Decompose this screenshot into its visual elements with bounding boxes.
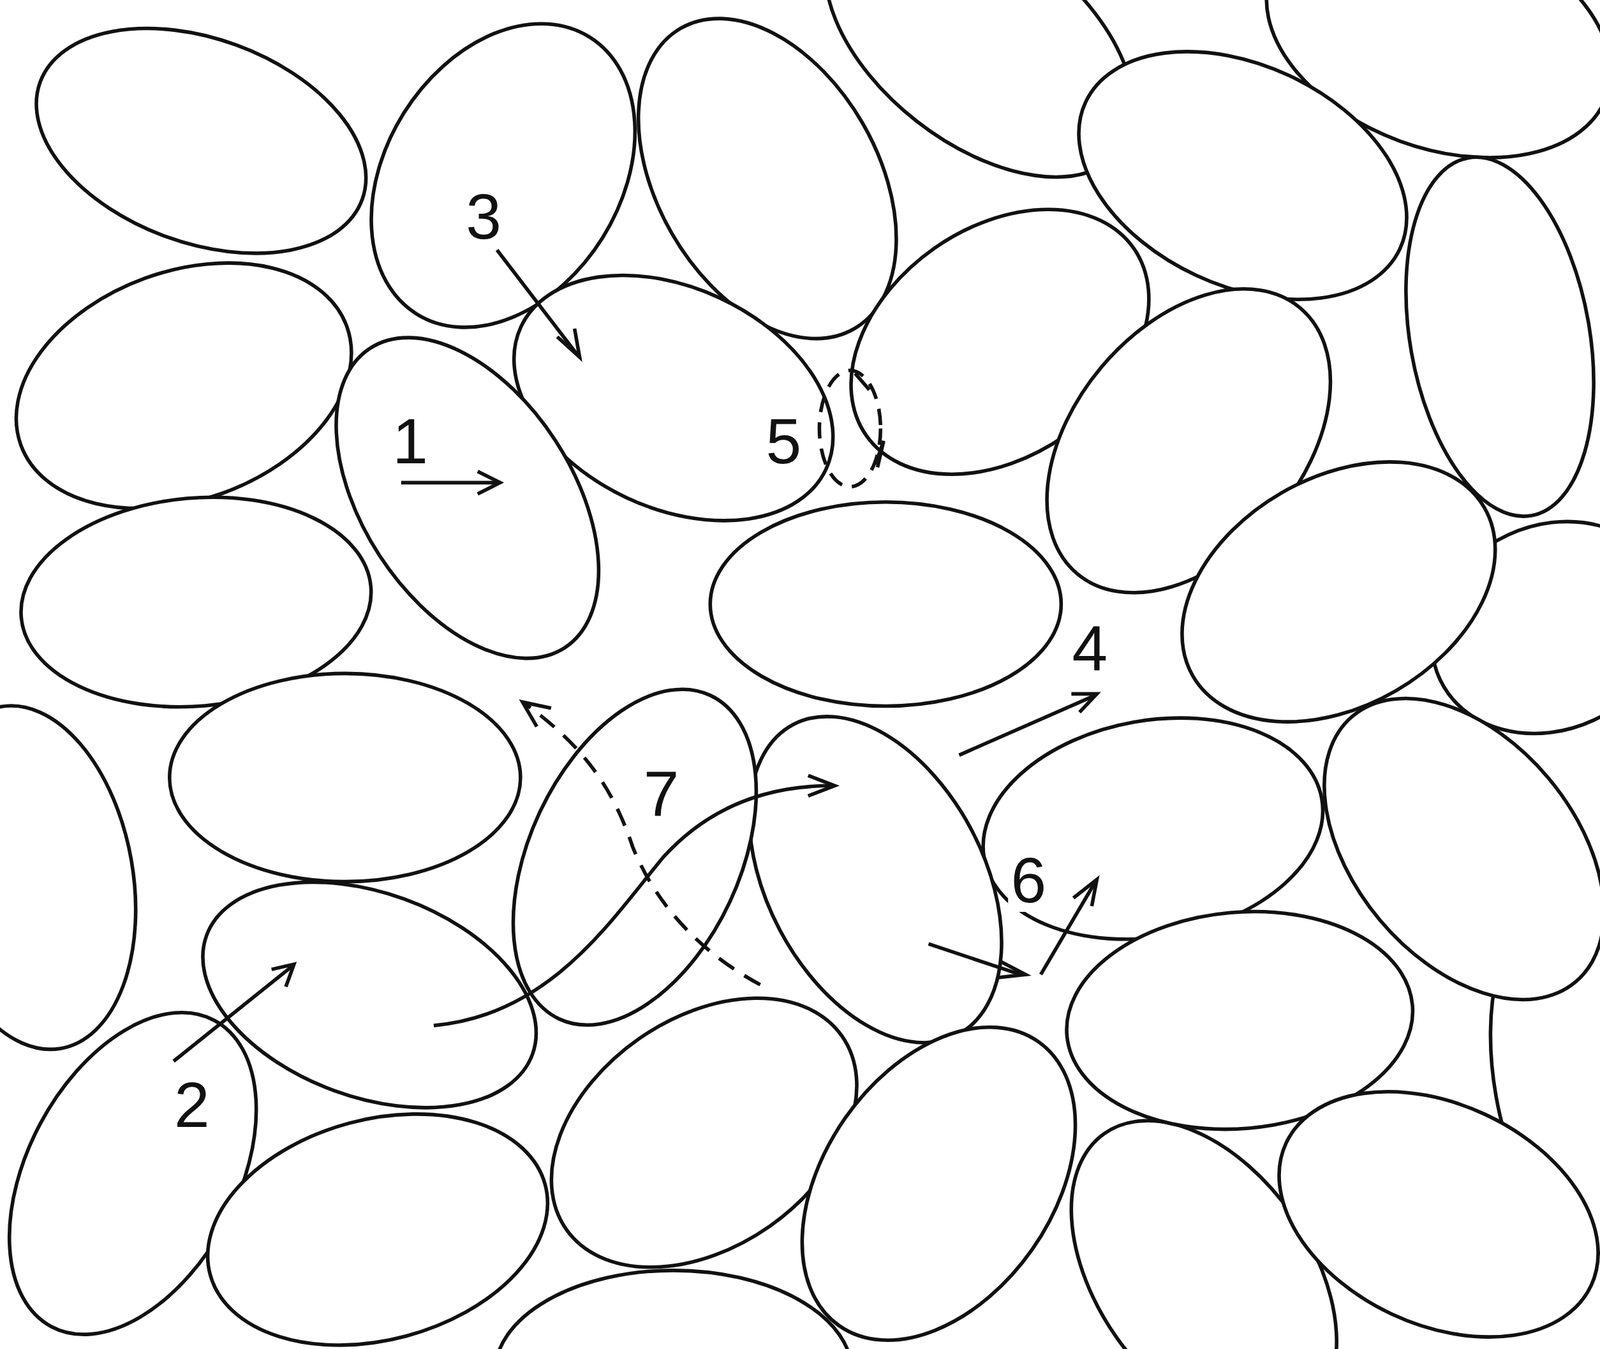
arrow-shaft [928, 943, 1021, 975]
callout-number: 4 [1069, 616, 1111, 681]
callout-number: 7 [641, 761, 682, 826]
arrow-head [271, 963, 295, 987]
dashed-arrow-shaft [525, 703, 761, 985]
arrow-shaft [401, 481, 499, 485]
arrow-shaft [173, 965, 292, 1061]
arrow-shaft [496, 250, 578, 356]
arrow-head [1071, 693, 1097, 712]
arrow-shaft [433, 785, 832, 1026]
arrow-head [556, 328, 580, 358]
arrow-shaft [1040, 882, 1095, 975]
arrow-head [808, 775, 836, 796]
callout-number: 1 [389, 408, 431, 473]
arrow-head [997, 960, 1026, 978]
motion-arrows [173, 250, 1097, 1061]
callout-number: 2 [171, 1072, 213, 1137]
arrow-shaft [958, 696, 1094, 756]
arrow-head [477, 471, 501, 494]
rotation-circle [819, 370, 881, 487]
arrow-head [854, 373, 869, 390]
callout-number: 5 [763, 408, 805, 473]
arrow-head [875, 440, 884, 468]
callout-number: 6 [1007, 847, 1049, 912]
arrow-head [522, 701, 552, 726]
arrow-head [1073, 879, 1098, 906]
callout-number: 3 [463, 184, 504, 249]
